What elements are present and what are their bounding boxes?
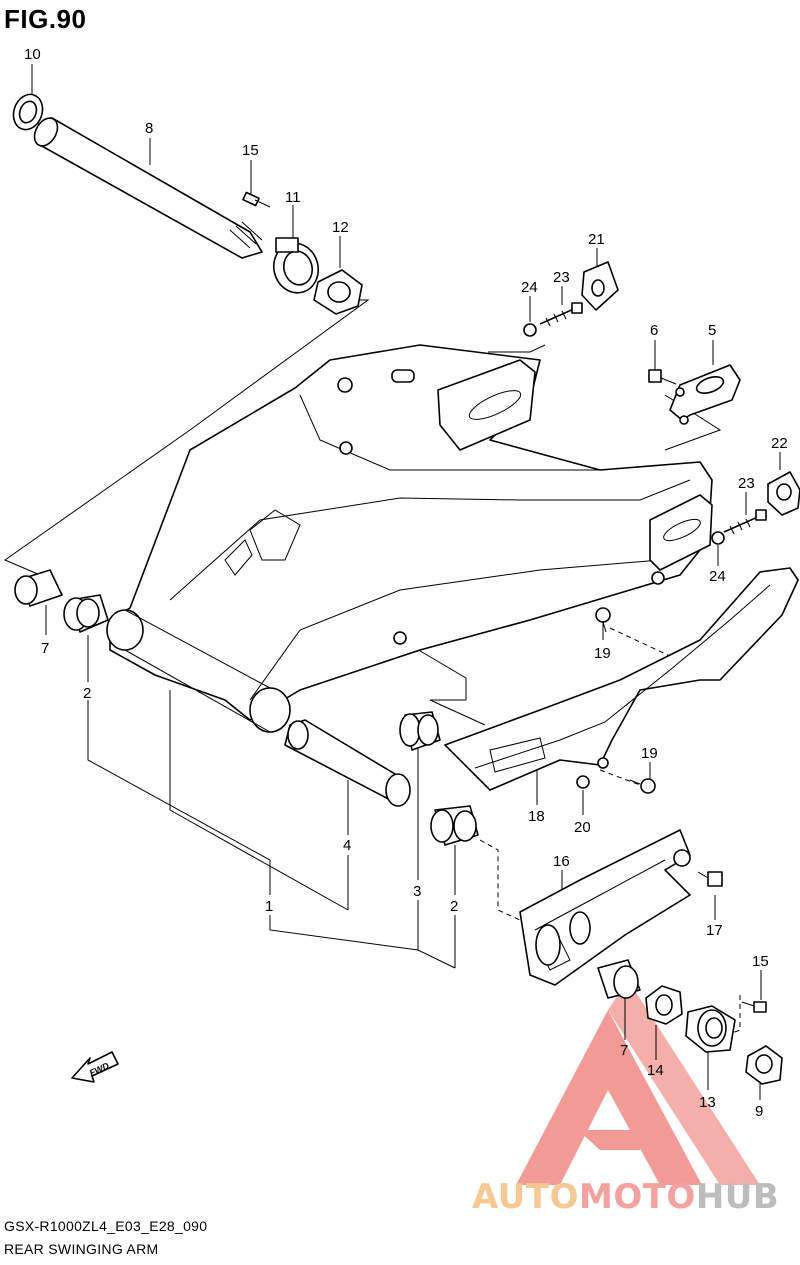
part-21-adjuster-block	[581, 261, 619, 311]
part-24-washer-upper	[523, 323, 537, 337]
part-23-adjuster-bolt-upper	[539, 302, 583, 327]
part-2-needle-bearing-left	[63, 594, 109, 633]
part-18-chain-cover	[444, 567, 799, 791]
callout-24: 24	[521, 279, 538, 296]
part-15-bolt-lower	[741, 1001, 767, 1013]
callout-23: 23	[738, 475, 755, 492]
callout-15: 15	[242, 142, 259, 159]
part-8-pivot-shaft	[33, 117, 263, 259]
callout-9: 9	[755, 1103, 763, 1120]
part-6-bolt	[648, 369, 677, 385]
callout-19: 19	[641, 745, 658, 762]
part-9-pivot-nut	[745, 1045, 783, 1085]
watermark-moto: MOTO	[578, 1177, 696, 1217]
forward-direction-arrow: FWD	[71, 1051, 119, 1083]
watermark-auto: AUTO	[472, 1177, 579, 1217]
part-20-screw	[576, 775, 590, 789]
part-3-bearing	[399, 711, 441, 751]
watermark-logo-mark	[516, 980, 760, 1185]
callout-23: 23	[553, 269, 570, 286]
part-19-screw-upper	[595, 607, 611, 633]
part-16-chain-guide	[519, 829, 691, 986]
part-5-bracket	[669, 364, 741, 425]
callout-14: 14	[647, 1062, 664, 1079]
callout-2: 2	[83, 685, 91, 702]
callout-13: 13	[699, 1094, 716, 1111]
diagram-code: GSX-R1000ZL4_E03_E28_090	[4, 1218, 208, 1234]
callout-2: 2	[450, 898, 458, 915]
watermark-hub: HUB	[695, 1177, 780, 1217]
diagram-name: REAR SWINGING ARM	[4, 1241, 159, 1257]
part-17-bolt	[697, 871, 723, 887]
part-7-spacer-bushing-right	[597, 959, 641, 999]
part-13-adjuster-bushing	[685, 1005, 736, 1053]
part-10-pivot-nut	[12, 93, 44, 131]
part-7-spacer-bushing-left	[14, 569, 63, 607]
callout-11: 11	[285, 189, 301, 206]
part-14-lock-nut	[645, 985, 683, 1025]
callout-4: 4	[343, 837, 351, 854]
part-23-adjuster-bolt-lower	[723, 509, 767, 535]
watermark-brand: AUTOMOTOHUB	[472, 1177, 779, 1217]
callout-8: 8	[145, 120, 153, 137]
figure-title: FIG.90	[4, 4, 87, 34]
callout-21: 21	[588, 231, 605, 248]
callout-15: 15	[752, 953, 769, 970]
callout-17: 17	[706, 922, 723, 939]
part-22-adjuster-block	[767, 471, 800, 516]
callout-3: 3	[413, 883, 421, 900]
callout-19: 19	[594, 645, 611, 662]
part-24-washer-lower	[711, 531, 725, 545]
part-15-bolt	[242, 191, 271, 208]
callout-12: 12	[332, 219, 349, 236]
part-12-lock-nut	[313, 269, 363, 315]
callout-6: 6	[650, 322, 658, 339]
callout-24: 24	[709, 568, 726, 585]
callout-7: 7	[41, 640, 49, 657]
part-19-screw-lower	[629, 778, 656, 794]
callout-10: 10	[24, 46, 41, 63]
callout-20: 20	[574, 819, 591, 836]
part-1-swing-arm	[106, 344, 713, 733]
part-4-pivot-spacer	[284, 719, 411, 807]
part-2-needle-bearing-right	[430, 805, 479, 846]
callout-labels: 10 8 15 11 12 21 23 24 6 5 22 23 24 7 2 …	[24, 46, 788, 1120]
callout-18: 18	[528, 808, 545, 825]
callout-1: 1	[265, 898, 273, 915]
callout-22: 22	[771, 435, 788, 452]
callout-16: 16	[553, 853, 570, 870]
callout-5: 5	[708, 322, 716, 339]
part-11-adjuster-bushing	[272, 237, 320, 294]
callout-7: 7	[620, 1042, 628, 1059]
